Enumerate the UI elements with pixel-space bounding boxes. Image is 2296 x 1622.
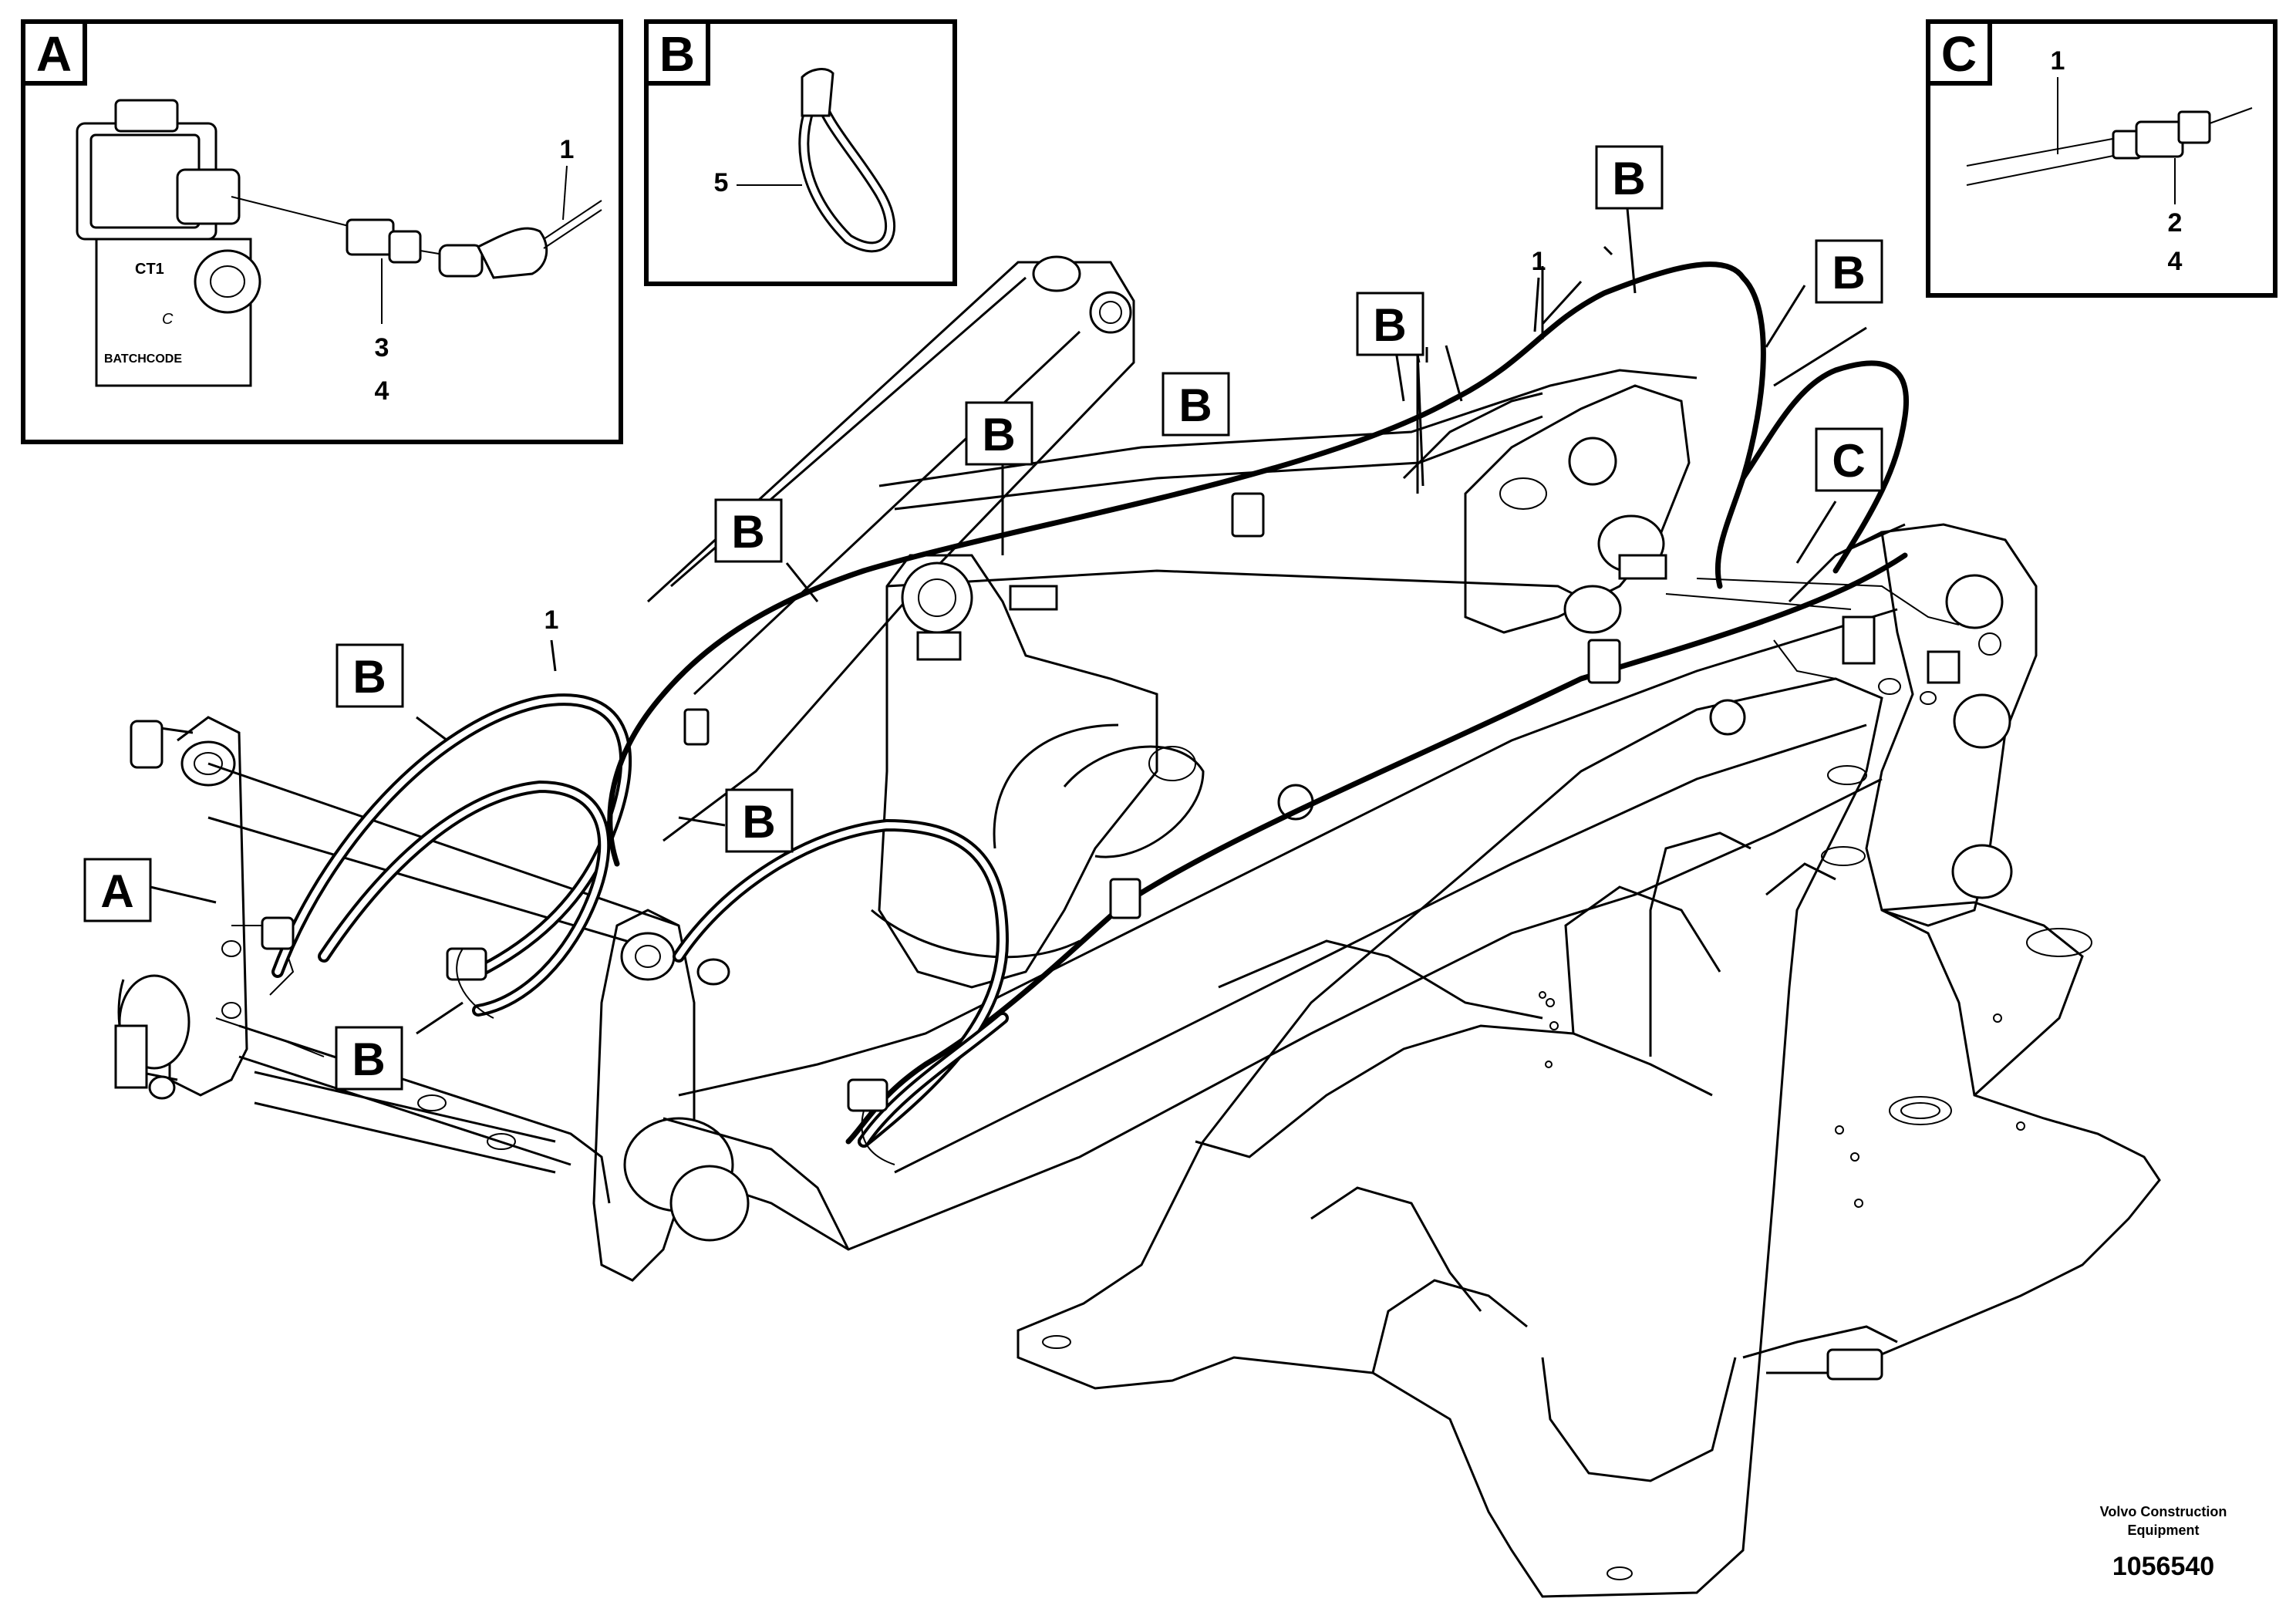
inset-a: A CT1 C BATCHCODE 1 3 4 <box>21 19 623 444</box>
doc-number: 1056540 <box>2112 1552 2214 1581</box>
callout-c-main: C <box>1815 427 1883 492</box>
ref-cable-1-left: 1 <box>544 605 559 635</box>
connector-icon-c <box>1966 107 2253 186</box>
inset-c: C 1 2 4 <box>1926 19 2277 298</box>
svg-text:C: C <box>162 311 174 328</box>
callout-b-3: B <box>1356 292 1424 356</box>
inset-a-ref-3: 3 <box>375 333 389 363</box>
connector-icon <box>231 196 602 279</box>
inset-b: B 5 <box>644 19 957 286</box>
inset-b-letter: B <box>659 26 695 82</box>
inset-c-ref-2: 2 <box>2168 208 2183 238</box>
svg-text:C: C <box>1832 435 1865 487</box>
svg-text:A: A <box>100 865 133 917</box>
callout-b-1: B <box>1595 145 1664 210</box>
svg-text:B: B <box>352 651 386 703</box>
footer: Volvo Construction Equipment 1056540 <box>2100 1504 2227 1581</box>
svg-text:B: B <box>1178 379 1212 431</box>
cable-harness <box>261 261 1909 1165</box>
company-line-2: Equipment <box>2128 1523 2200 1538</box>
callout-b-7: B <box>335 643 404 708</box>
svg-text:BATCHCODE: BATCHCODE <box>104 352 182 366</box>
ref-cable-1-top: 1 <box>1532 247 1546 276</box>
callout-a-main: A <box>83 858 152 922</box>
inset-b-ref-5: 5 <box>714 168 729 197</box>
callout-b-6: B <box>714 498 783 563</box>
inset-c-ref-4: 4 <box>2168 247 2183 276</box>
loader-frame-drawing <box>114 255 2161 1598</box>
cable-tie-icon <box>798 68 896 253</box>
callout-b-8: B <box>725 788 794 853</box>
inset-c-letter: C <box>1941 26 1977 82</box>
callout-b-9: B <box>335 1026 403 1091</box>
company-line-1: Volvo Construction <box>2100 1504 2227 1519</box>
inset-a-ref-4: 4 <box>375 376 389 406</box>
svg-text:B: B <box>742 796 775 848</box>
svg-text:B: B <box>1373 299 1406 351</box>
svg-text:B: B <box>731 506 764 558</box>
callout-b-5: B <box>965 401 1033 466</box>
inset-c-ref-1: 1 <box>2051 46 2065 76</box>
inset-a-ref-1: 1 <box>560 135 575 164</box>
svg-text:B: B <box>1832 247 1865 298</box>
svg-text:B: B <box>352 1034 385 1085</box>
solenoid-valve-icon: CT1 C BATCHCODE <box>76 99 261 387</box>
svg-text:CT1: CT1 <box>135 261 164 278</box>
svg-text:B: B <box>982 409 1015 460</box>
callout-b-2: B <box>1815 239 1883 304</box>
callout-labels: B B B B B B B B <box>83 145 1883 1091</box>
svg-text:B: B <box>1612 153 1645 204</box>
inset-a-letter: A <box>36 26 72 82</box>
callout-b-4: B <box>1161 372 1230 437</box>
